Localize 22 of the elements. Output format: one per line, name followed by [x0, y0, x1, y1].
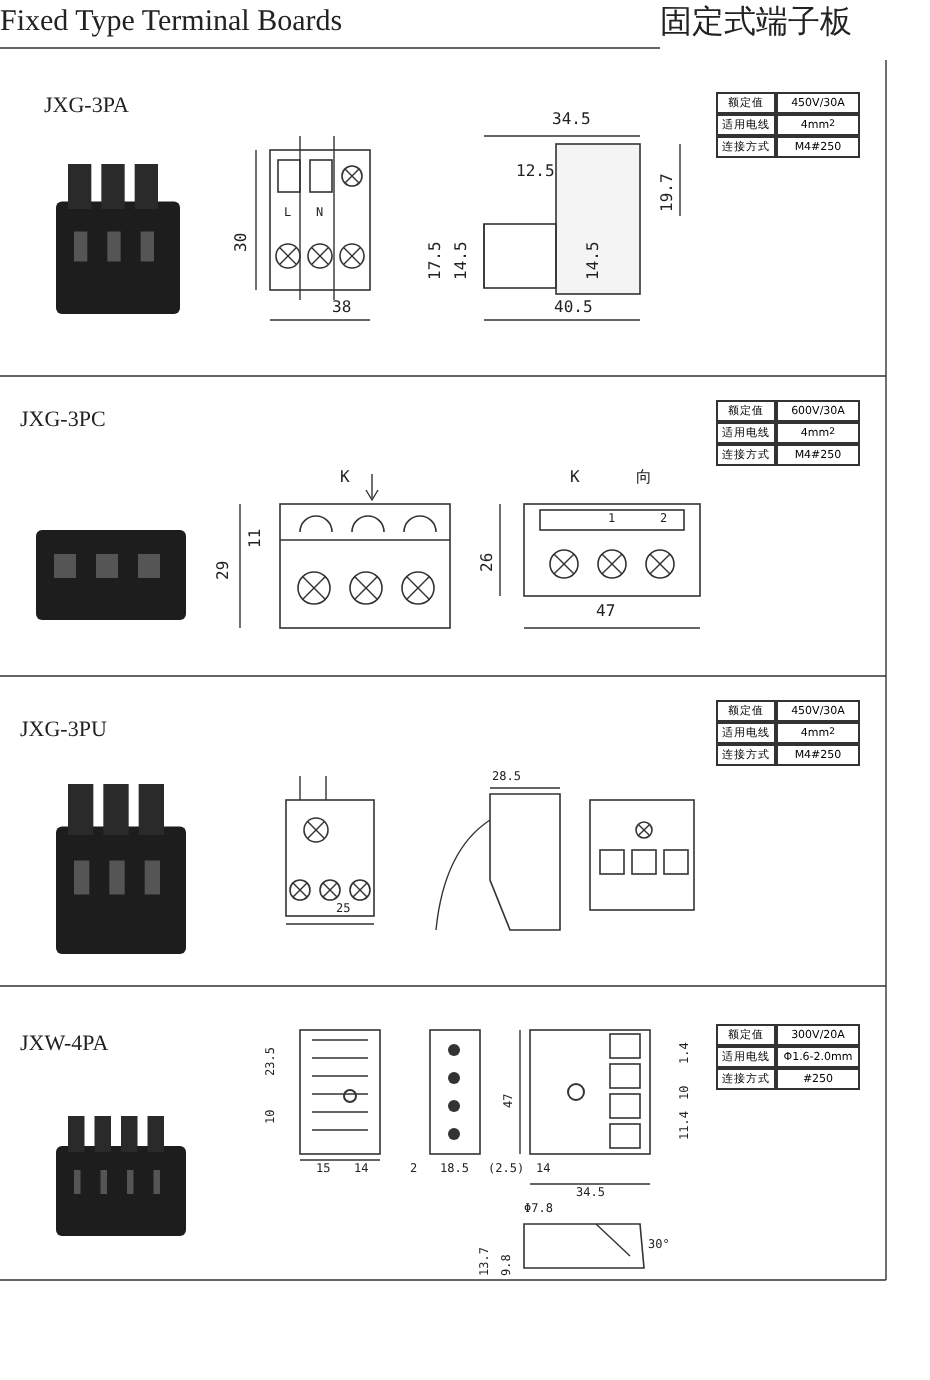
dimension-label: 14.5: [454, 241, 470, 280]
dimension-label: 38: [332, 300, 352, 316]
dimension-label: 12.5: [516, 164, 555, 180]
model-label: JXG-3PC: [20, 410, 106, 432]
view-label: 向: [636, 470, 652, 486]
page-title: Fixed Type Terminal Boards: [0, 8, 343, 38]
dimension-label: 34.5: [552, 112, 591, 128]
dimension-label: 17.5: [428, 241, 444, 280]
view-label: K: [570, 470, 580, 486]
dimension-label: 40.5: [554, 300, 593, 316]
view-label: K: [340, 470, 350, 486]
dimension-label: 19.7: [660, 173, 676, 212]
dimension-label: 30: [234, 232, 250, 252]
model-label: JXG-3PU: [20, 720, 107, 742]
dimension-label: 11: [248, 528, 264, 548]
dimension-label: 26: [480, 552, 496, 572]
model-label: JXW-4PA: [20, 1034, 109, 1056]
dimension-label: 14.5: [586, 241, 602, 280]
page-heading: 固定式端子板: [660, 6, 852, 38]
dimension-label: 29: [216, 560, 232, 580]
dimension-label: 47: [596, 604, 616, 620]
model-label: JXG-3PA: [44, 96, 129, 118]
